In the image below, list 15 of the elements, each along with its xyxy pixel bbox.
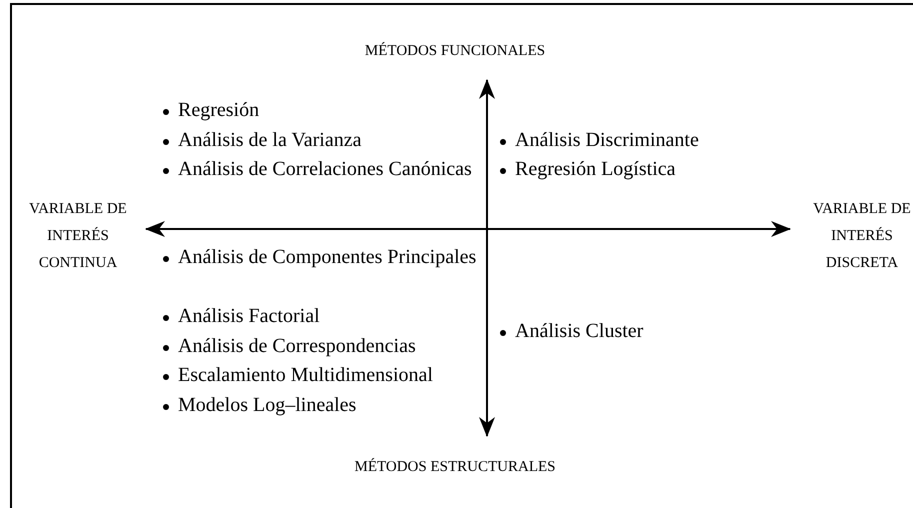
list-item: Análisis Factorial [178, 304, 321, 329]
list-item: Regresión Logística [515, 157, 677, 182]
list-item: Análisis Cluster [515, 319, 644, 344]
list-item: Análisis de Correspondencias [178, 334, 417, 358]
list-item: Análisis Discriminante [515, 128, 700, 152]
list-item: Modelos Log–lineales [178, 392, 358, 418]
list-item: Análisis de la Varianza [178, 128, 362, 152]
list-item: Análisis de Correlaciones Canónicas [178, 157, 473, 182]
list-item: Escalamiento Multidimensional [178, 363, 434, 388]
axis-title: MÉTODOS FUNCIONALES [364, 41, 546, 61]
axis-label: VARIABLE DE INTERÉS DISCRETA [812, 200, 912, 273]
list-item: Análisis de Componentes Principales [178, 245, 478, 270]
list-item: Regresión [178, 98, 260, 123]
axis-title: MÉTODOS ESTRUCTURALES [354, 457, 556, 477]
axis-label: VARIABLE DE INTERÉS CONTINUA [28, 200, 128, 273]
